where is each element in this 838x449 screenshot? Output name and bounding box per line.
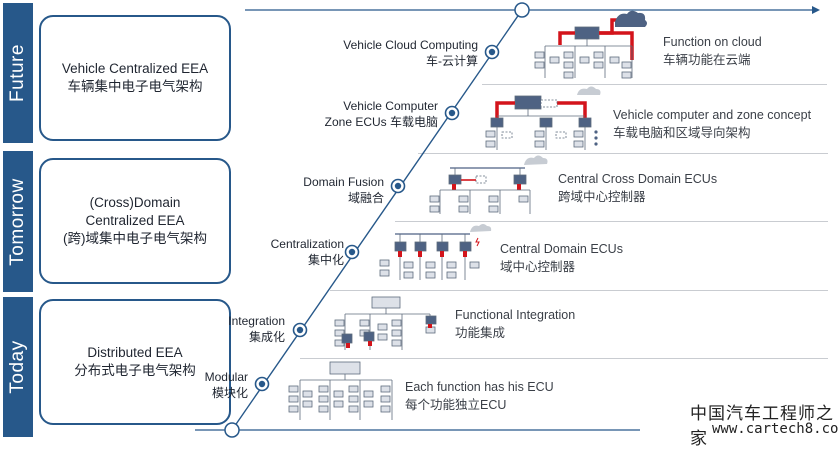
eea-box-domain-centralized: (Cross)Domain Centralized EEA (跨)域集中电子电气…	[39, 158, 231, 284]
eea-title-cn: (跨)域集中电子电气架构	[63, 231, 207, 246]
era-band-tomorrow: Tomorrow	[3, 151, 33, 292]
timeline-end-circle	[514, 2, 530, 18]
stage-desc-vehicle-computer: Vehicle computer and zone concept 车载电脑和区…	[613, 106, 811, 142]
eea-box-distributed: Distributed EEA 分布式电子电气架构	[39, 299, 231, 425]
eea-title: Distributed EEA	[87, 345, 183, 360]
stage-desc-modular: Each function has his ECU 每个功能独立ECU	[405, 378, 554, 414]
stage-desc-en: Vehicle computer and zone concept	[613, 108, 812, 122]
row-separator	[395, 221, 828, 222]
stage-label-cn: Zone ECUs 车载电脑	[324, 115, 438, 129]
stage-label-en: Vehicle Computer	[343, 99, 438, 113]
stage-desc-cn: 车载电脑和区域导向架构	[613, 126, 751, 140]
timeline-start-circle	[224, 422, 240, 438]
stage-label-en: Centralization	[270, 237, 344, 251]
stage-desc-cn: 每个功能独立ECU	[405, 398, 507, 412]
row-separator	[330, 290, 828, 291]
row-separator	[300, 358, 828, 359]
stage-label-en: Modular	[204, 370, 248, 384]
stage-label-centralization: Centralization 集中化	[240, 236, 344, 268]
era-band-today: Today	[3, 297, 33, 437]
stage-label-domain-fusion: Domain Fusion 域融合	[280, 174, 384, 206]
eea-title-cn: 分布式电子电气架构	[74, 363, 196, 378]
watermark-url: www.cartech8.com	[712, 421, 838, 437]
stage-label-cn: 模块化	[211, 386, 248, 400]
stage-label-modular: Modular 模块化	[180, 369, 248, 401]
top-axis-arrowhead	[812, 6, 820, 14]
eea-title-line2: Centralized EEA	[85, 213, 185, 228]
stage-label-cn: 车-云计算	[426, 54, 478, 68]
stage-desc-cn: 跨域中心控制器	[558, 190, 646, 204]
row-separator	[418, 153, 828, 154]
eea-title: (Cross)Domain	[89, 195, 181, 210]
stage-desc-domain-fusion: Central Cross Domain ECUs 跨域中心控制器	[558, 170, 717, 206]
stage-node-centralization	[344, 244, 360, 260]
stage-desc-cn: 车辆功能在云端	[663, 53, 751, 67]
eea-title: Vehicle Centralized EEA	[61, 61, 209, 76]
stage-label-vehicle-computer: Vehicle Computer Zone ECUs 车载电脑	[300, 98, 438, 130]
stage-desc-en: Central Cross Domain ECUs	[558, 172, 718, 186]
stage-desc-en: Functional Integration	[455, 308, 576, 322]
stage-label-cn: 集中化	[307, 253, 344, 267]
stage-label-cn: 集成化	[248, 330, 285, 344]
stage-label-en: Vehicle Cloud Computing	[343, 38, 478, 52]
stage-label-vehicle-cloud: Vehicle Cloud Computing 车-云计算	[310, 37, 478, 69]
stage-label-integration: Integration 集成化	[200, 313, 285, 345]
arch-drawing-modular	[288, 361, 393, 420]
stage-node-domain-fusion	[390, 178, 406, 194]
stage-desc-en: Each function has his ECU	[405, 380, 554, 394]
stage-node-vehicle-computer	[444, 105, 460, 121]
arch-drawing-vehicle-cloud	[534, 10, 647, 79]
arch-drawing-domain-fusion	[429, 155, 548, 214]
stage-node-integration	[292, 322, 308, 338]
stage-desc-cn: 域中心控制器	[500, 260, 576, 274]
stage-node-modular	[254, 376, 270, 392]
stage-desc-cn: 功能集成	[455, 326, 506, 340]
stage-desc-vehicle-cloud: Function on cloud 车辆功能在云端	[663, 33, 762, 69]
stage-label-en: Domain Fusion	[303, 175, 384, 189]
stage-desc-en: Function on cloud	[663, 35, 762, 49]
eea-title-cn: 车辆集中电子电气架构	[67, 79, 203, 94]
arch-drawing-centralization	[379, 224, 492, 280]
stage-desc-en: Central Domain ECUs	[500, 242, 623, 256]
arch-drawing-vehicle-computer	[485, 86, 601, 150]
stage-label-en: Integration	[228, 314, 285, 328]
era-band-future: Future	[3, 3, 33, 143]
stage-desc-integration: Functional Integration 功能集成	[455, 306, 575, 342]
timeline-diagonal	[231, 9, 523, 431]
stage-label-cn: 域融合	[347, 191, 384, 205]
row-separator	[482, 84, 827, 85]
stage-node-vehicle-cloud	[484, 44, 500, 60]
arch-drawing-integration	[334, 296, 437, 350]
stage-desc-centralization: Central Domain ECUs 域中心控制器	[500, 240, 623, 276]
eea-box-vehicle-centralized: Vehicle Centralized EEA 车辆集中电子电气架构	[39, 15, 231, 141]
